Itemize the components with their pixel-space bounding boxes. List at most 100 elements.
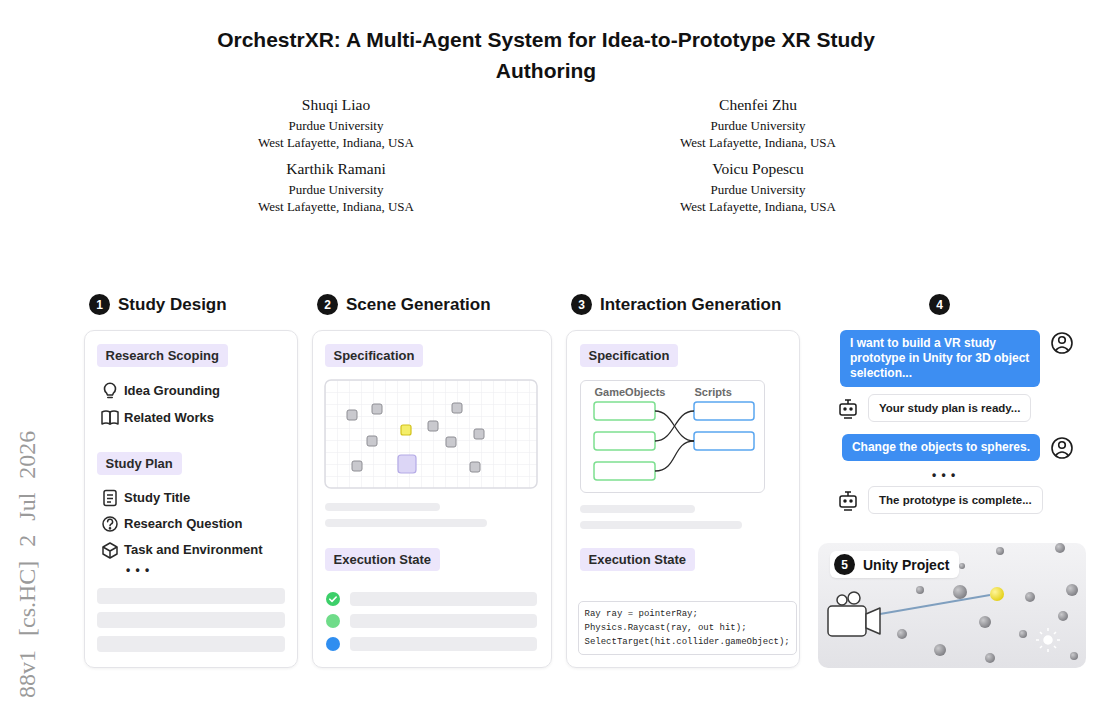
ellipsis: • • • xyxy=(932,468,956,482)
camera-icon xyxy=(828,606,866,636)
column-headings: GameObjectsScripts xyxy=(595,386,732,398)
object-script-map xyxy=(594,462,655,480)
placeholder-bars xyxy=(325,503,440,511)
light-icon xyxy=(1036,628,1060,652)
scene-grid xyxy=(325,380,537,488)
bulb-icon xyxy=(105,383,116,397)
user-avatar xyxy=(1056,347,1069,351)
document-icon xyxy=(107,495,113,502)
cube-icon xyxy=(103,547,117,558)
placeholder-bars xyxy=(97,636,285,652)
chip-label: Research Scoping xyxy=(106,348,219,363)
question-icon xyxy=(103,517,117,531)
unity-scene xyxy=(996,547,1004,555)
unity-scene xyxy=(1070,652,1078,660)
user-avatar xyxy=(1052,333,1072,458)
unity-scene xyxy=(934,644,946,656)
unity-scene xyxy=(1019,630,1027,638)
panel-heading: 2Scene Generation xyxy=(317,294,491,315)
affiliation: Purdue University xyxy=(289,182,384,198)
object-script-map xyxy=(655,411,694,441)
object-script-map xyxy=(694,432,754,450)
section-chip: Execution State xyxy=(325,548,441,571)
chip-label: Execution State xyxy=(334,552,432,567)
placeholder-bars xyxy=(350,592,537,606)
camera-icon xyxy=(828,592,880,636)
unity-scene xyxy=(985,653,995,663)
scene-grid xyxy=(446,437,456,447)
object-script-map xyxy=(594,402,754,480)
panel-title: Scene Generation xyxy=(346,295,491,315)
unity-scene xyxy=(916,586,924,594)
unity-scene xyxy=(897,629,907,639)
object-script-map xyxy=(594,432,655,450)
object-script-map xyxy=(694,402,754,420)
object-script-map xyxy=(655,411,694,471)
list-item: Idea Grounding xyxy=(124,383,220,399)
scene-grid xyxy=(347,410,357,420)
camera-icon xyxy=(848,592,860,604)
list-item: Related Works xyxy=(124,410,214,426)
scene-grid xyxy=(372,404,382,414)
panel-heading: 3 Interaction Generation xyxy=(571,294,781,315)
bulb-icon xyxy=(108,397,112,399)
status-indicators xyxy=(326,592,340,651)
stage-panel: 3Interaction GenerationSpecificationGame… xyxy=(566,330,800,668)
user-avatar xyxy=(1056,452,1069,456)
column-heading: Scripts xyxy=(695,386,732,398)
author-name: Karthik Ramani xyxy=(286,160,385,178)
document-icon xyxy=(104,491,116,506)
scene-grid xyxy=(347,403,484,472)
camera-icon xyxy=(837,595,847,605)
chat-bubble: The prototype is complete... xyxy=(868,486,1043,514)
callout-number: 3 xyxy=(571,294,592,315)
message-text: I want to build a VR study prototype in … xyxy=(850,336,1029,380)
scene-grid xyxy=(401,425,411,435)
column-heading: GameObjects xyxy=(595,386,695,398)
callout-number: 4 xyxy=(929,294,950,315)
bot-icon xyxy=(850,500,852,502)
cube-icon xyxy=(103,543,117,558)
chip-label: Specification xyxy=(334,348,415,363)
affiliation: Purdue University xyxy=(711,182,806,198)
paper-title: OrchestrXR: A Multi-Agent System for Ide… xyxy=(186,24,906,86)
camera-icon xyxy=(866,608,880,634)
unity-scene xyxy=(1055,543,1065,553)
affiliation: West Lafayette, Indiana, USA xyxy=(680,135,836,151)
unity-scene xyxy=(1025,592,1035,602)
mapping-box: GameObjectsScripts xyxy=(580,380,765,493)
bot-icon xyxy=(850,408,852,410)
question-icon xyxy=(103,517,117,531)
section-chip: Study Plan xyxy=(97,452,182,475)
object-script-map xyxy=(594,402,655,480)
callout-number: 5 xyxy=(834,554,855,575)
chat-bubble: Change the objects to spheres. xyxy=(842,434,1040,461)
placeholder-bars xyxy=(97,612,285,628)
status-indicators xyxy=(326,637,340,651)
bot-icon xyxy=(844,500,846,502)
cube-icon xyxy=(103,543,117,558)
panel-heading: 1Study Design xyxy=(89,294,227,315)
chip-label: Specification xyxy=(589,348,670,363)
affiliation: West Lafayette, Indiana, USA xyxy=(680,199,836,215)
unity-scene xyxy=(818,543,1086,668)
chip-label: Study Plan xyxy=(106,456,173,471)
object-script-map xyxy=(694,402,754,450)
bot-icon xyxy=(844,400,852,418)
list-item: Research Question xyxy=(124,516,243,532)
placeholder-bars xyxy=(350,637,537,651)
bot-icon xyxy=(840,496,856,507)
code-box: Ray ray = pointerRay;Physics.Raycast(ray… xyxy=(578,601,797,655)
scene-chip: 5Unity Project xyxy=(830,551,959,578)
scene-grid xyxy=(325,380,537,488)
light-icon xyxy=(1036,628,1060,652)
panel-title: Interaction Generation xyxy=(600,295,781,315)
bot-icon xyxy=(840,404,856,415)
user-avatar xyxy=(1052,438,1072,458)
callout-number: 1 xyxy=(89,294,110,315)
section-chip: Specification xyxy=(580,344,679,367)
ellipsis: • • • xyxy=(126,563,150,577)
book-icon xyxy=(110,411,118,424)
scene-grid xyxy=(474,429,484,439)
